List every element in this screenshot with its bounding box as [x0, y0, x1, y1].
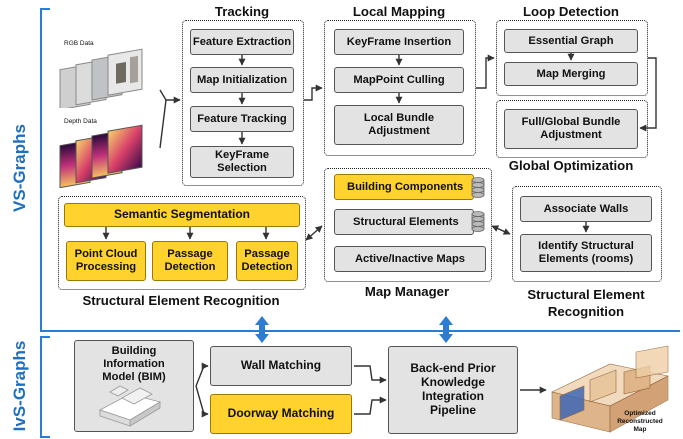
semantic-segmentation-box: Semantic Segmentation	[64, 203, 300, 227]
vs-graphs-bracket	[40, 8, 50, 332]
mappoint-culling-box: MapPoint Culling	[334, 67, 464, 93]
identify-structural-elements-box: Identify Structural Elements (rooms)	[520, 234, 652, 272]
global-bundle-adjustment-box: Full/Global Bundle Adjustment	[504, 109, 638, 149]
depth-data-label: Depth Data	[64, 118, 97, 125]
loop-detection-group	[496, 20, 648, 96]
global-optimization-group	[496, 100, 648, 158]
map-initialization-box: Map Initialization	[190, 67, 294, 93]
structural-left-group	[58, 196, 306, 290]
depth-frames-graphic	[59, 124, 143, 189]
structural-elements-box: Structural Elements	[334, 209, 474, 235]
rgb-frames-graphic	[59, 48, 143, 111]
keyframe-selection-box: KeyFrame Selection	[190, 146, 294, 178]
section-link-arrows	[255, 316, 453, 343]
ivs-graphs-bracket	[40, 336, 50, 438]
rgb-image-stack	[58, 48, 158, 111]
feature-tracking-box: Feature Tracking	[190, 106, 294, 132]
active-inactive-maps-box: Active/Inactive Maps	[334, 246, 486, 272]
arrow-lines	[102, 53, 657, 418]
associate-walls-box: Associate Walls	[520, 196, 652, 222]
structural-right-group	[512, 186, 662, 282]
point-cloud-processing-box: Point Cloud Processing	[66, 241, 146, 281]
structural-left-title: Structural Element Recognition	[82, 293, 280, 308]
local-mapping-title: Local Mapping	[352, 4, 446, 19]
tracking-title: Tracking	[214, 4, 270, 19]
keyframe-insertion-box: KeyFrame Insertion	[334, 29, 464, 55]
map-manager-group	[324, 168, 492, 282]
building-components-label: Building Components	[347, 180, 464, 193]
backend-pipeline-box: Back-end Prior Knowledge Integration Pip…	[388, 346, 518, 434]
section-divider	[48, 330, 680, 332]
building-components-box: Building Components	[334, 174, 474, 200]
global-optimization-title: Global Optimization	[508, 158, 634, 173]
feature-extraction-box: Feature Extraction	[190, 29, 294, 55]
essential-graph-box: Essential Graph	[504, 29, 638, 53]
depth-image-stack	[58, 124, 158, 189]
doorway-matching-box: Doorway Matching	[210, 394, 352, 434]
wall-matching-box: Wall Matching	[210, 346, 352, 386]
local-bundle-adjustment-box: Local Bundle Adjustment	[334, 105, 464, 145]
tracking-group	[182, 20, 304, 186]
rgb-data-label: RGB Data	[64, 40, 94, 47]
structural-right-title: Structural Element Recognition	[527, 287, 645, 319]
map-merging-box: Map Merging	[504, 62, 638, 86]
structural-elements-label: Structural Elements	[353, 215, 459, 228]
map-manager-title: Map Manager	[364, 284, 450, 299]
bim-label: Building Information Model (BIM)	[102, 345, 166, 383]
output-map-label: Optimized Reconstructed Map	[617, 410, 663, 433]
local-mapping-group	[324, 20, 476, 156]
passage-detection-box-2: Passage Detection	[236, 241, 298, 281]
loop-detection-title: Loop Detection	[523, 4, 619, 19]
passage-detection-box-1: Passage Detection	[152, 241, 228, 281]
